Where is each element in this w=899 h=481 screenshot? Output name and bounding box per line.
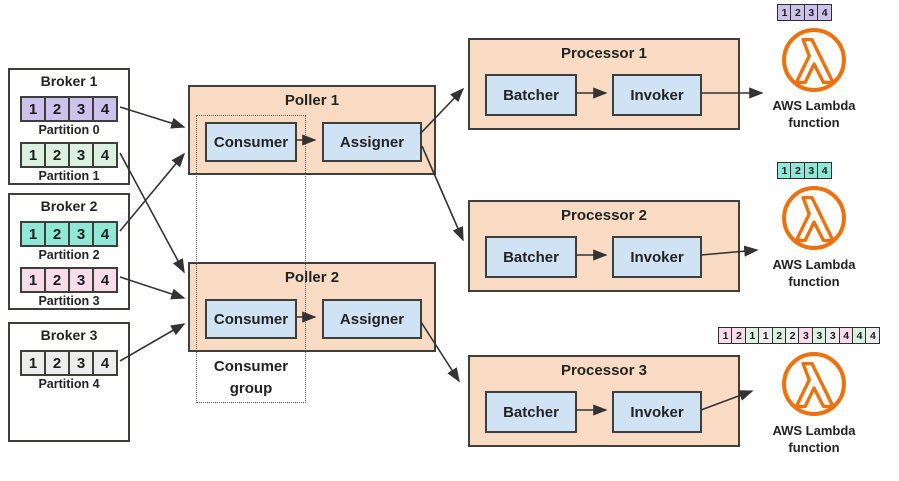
processor-1-invoker: Invoker: [612, 74, 702, 116]
message-cell: 4: [865, 327, 881, 344]
aws-lambda-icon: [780, 184, 848, 252]
processor-3-box: Processor 3 Batcher Invoker: [468, 355, 740, 447]
message-cell: 2: [44, 221, 70, 247]
lambda-3-label: AWS Lambda function: [772, 423, 856, 455]
message-cell: 1: [20, 221, 46, 247]
message-cell: 3: [68, 96, 94, 122]
broker-2-title: Broker 2: [40, 198, 98, 214]
consumer-group-label: Consumer group: [213, 358, 289, 397]
message-cell: 4: [817, 4, 833, 21]
message-cell: 4: [92, 221, 118, 247]
message-cell: 4: [92, 267, 118, 293]
partition-0-label: Partition 0: [38, 123, 100, 137]
processor-1-batcher: Batcher: [485, 74, 577, 116]
processor-1-box: Processor 1 Batcher Invoker: [468, 38, 740, 130]
processor-3-title: Processor 3: [561, 362, 647, 379]
message-cell: 4: [92, 350, 118, 376]
broker-3-title: Broker 3: [40, 327, 98, 343]
processor-2-batcher: Batcher: [485, 236, 577, 278]
message-cell: 3: [68, 350, 94, 376]
poller-1-consumer: Consumer: [205, 122, 297, 162]
processor-2-title: Processor 2: [561, 207, 647, 224]
partition-1-label: Partition 1: [38, 169, 100, 183]
poller-2-consumer: Consumer: [205, 299, 297, 339]
message-cell: 1: [20, 267, 46, 293]
poller-2-assigner: Assigner: [322, 299, 422, 339]
message-cell: 2: [44, 350, 70, 376]
message-cell: 1: [20, 350, 46, 376]
message-cell: 2: [44, 96, 70, 122]
lambda-2-label: AWS Lambda function: [772, 257, 856, 289]
consumer-group-boundary: [196, 115, 306, 403]
aws-lambda-icon: [780, 350, 848, 418]
message-cell: 2: [44, 267, 70, 293]
message-cell: 1: [20, 142, 46, 168]
processor-2-invoker: Invoker: [612, 236, 702, 278]
poller-1-box: Poller 1 Consumer Assigner: [188, 85, 436, 175]
partition-2-label: Partition 2: [38, 248, 100, 262]
lambda-1-label: AWS Lambda function: [772, 98, 856, 130]
message-cell: 4: [817, 162, 833, 179]
message-cell: 2: [44, 142, 70, 168]
poller-1-title: Poller 1: [284, 92, 340, 109]
message-cell: 4: [838, 327, 854, 344]
message-cell: 4: [92, 142, 118, 168]
broker-1-title: Broker 1: [40, 73, 98, 89]
processor-2-box: Processor 2 Batcher Invoker: [468, 200, 740, 292]
poller-2-box: Poller 2 Consumer Assigner: [188, 262, 436, 352]
message-cell: 3: [68, 221, 94, 247]
message-cell: 3: [825, 327, 841, 344]
message-cell: 4: [92, 96, 118, 122]
processor-3-invoker: Invoker: [612, 391, 702, 433]
processor-3-batcher: Batcher: [485, 391, 577, 433]
processor-1-title: Processor 1: [561, 45, 647, 62]
poller-1-assigner: Assigner: [322, 122, 422, 162]
partition-3-label: Partition 3: [38, 294, 100, 308]
aws-lambda-icon: [780, 26, 848, 94]
message-cell: 3: [68, 142, 94, 168]
partition-4-label: Partition 4: [38, 377, 100, 391]
message-cell: 1: [20, 96, 46, 122]
poller-2-title: Poller 2: [284, 269, 340, 286]
message-cell: 3: [68, 267, 94, 293]
